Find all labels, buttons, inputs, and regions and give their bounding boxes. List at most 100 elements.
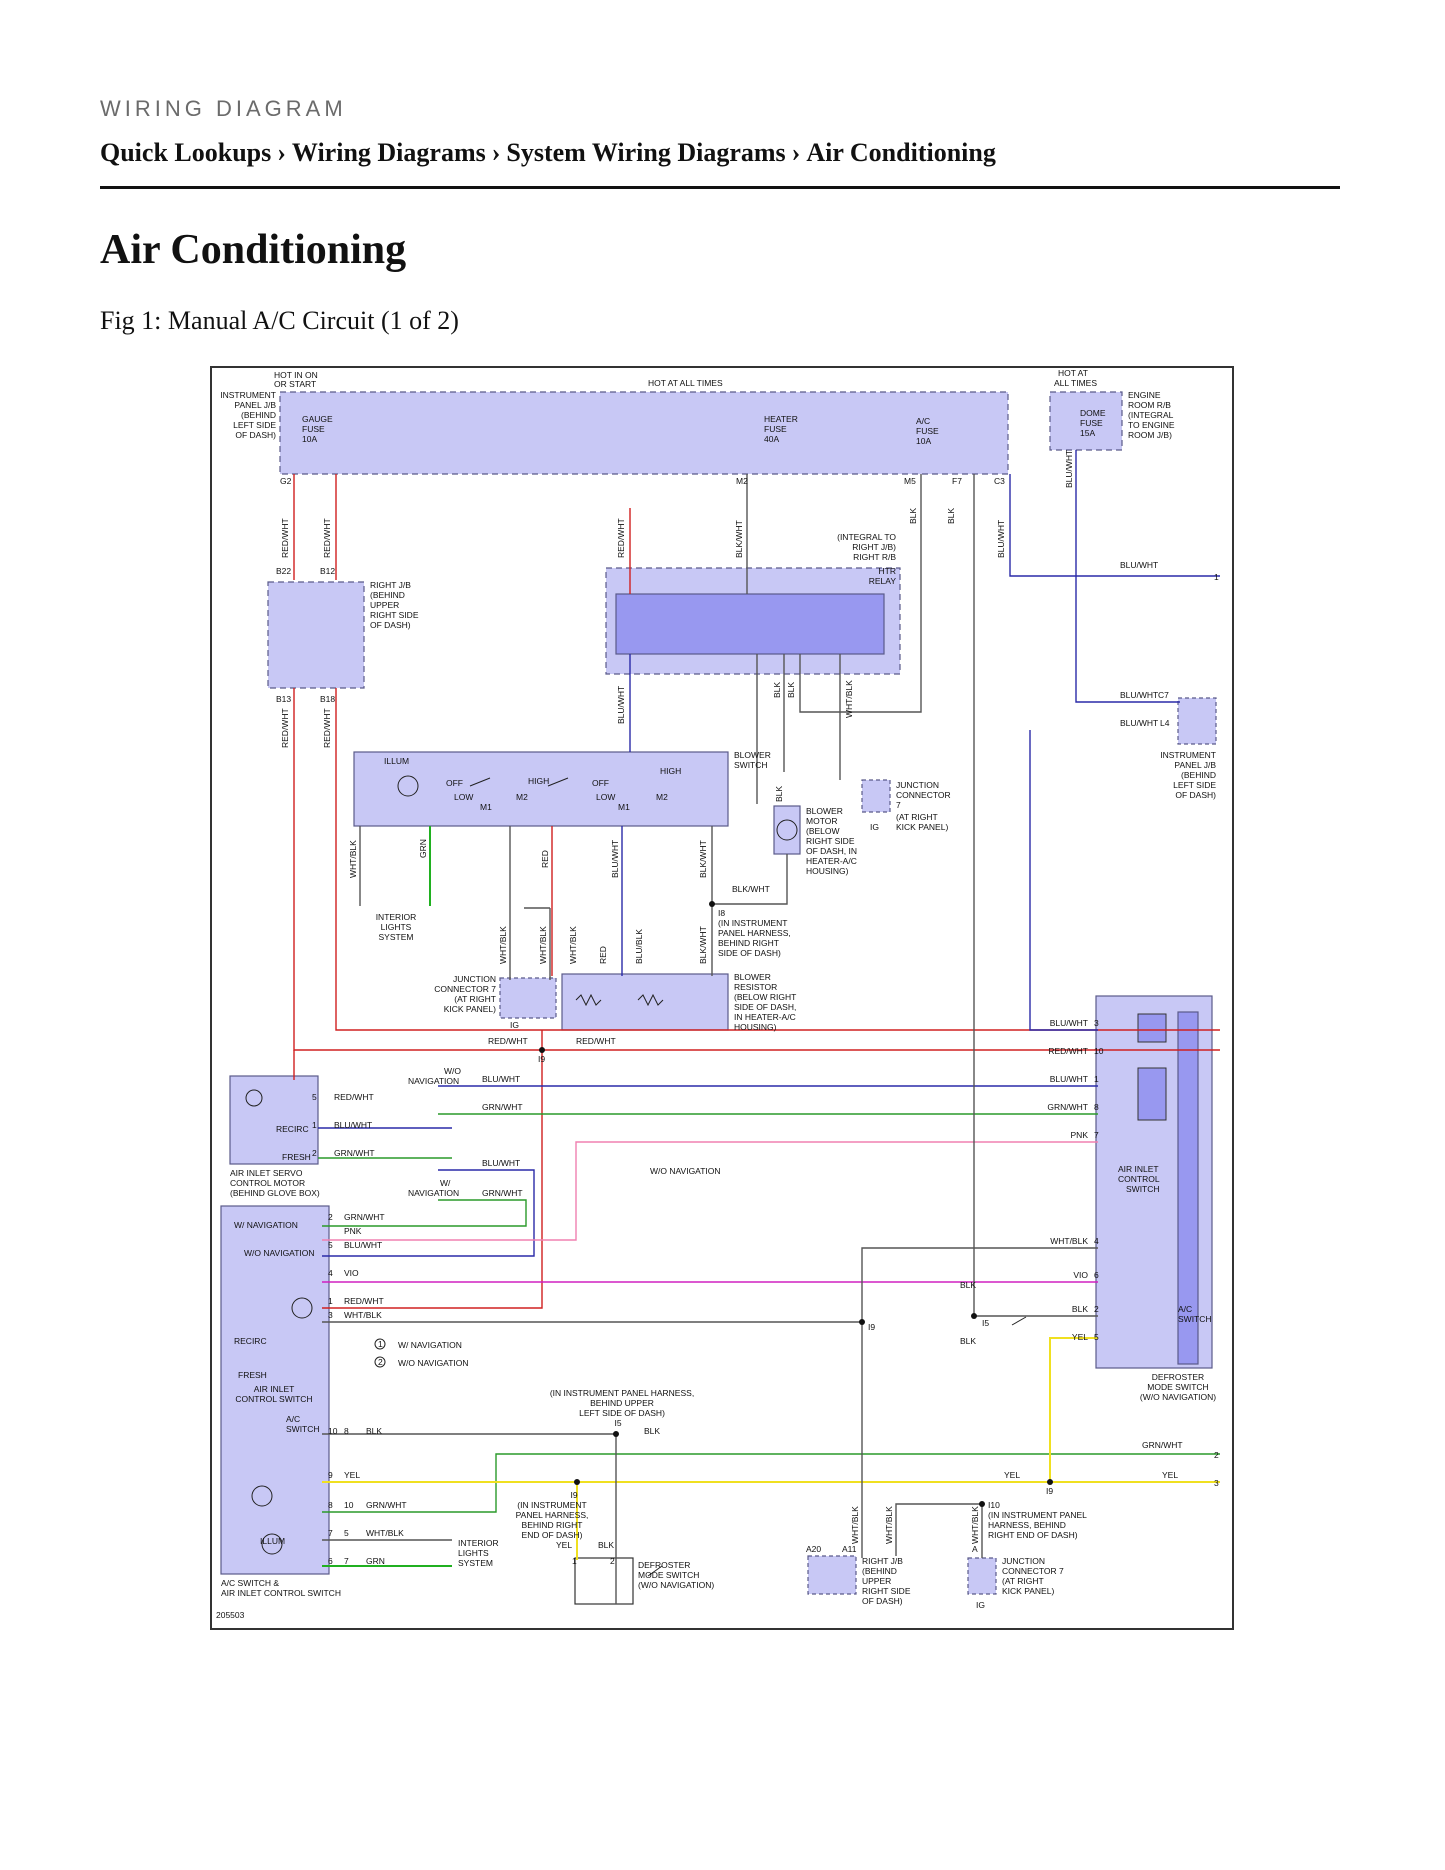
blk-relay-motor-wire <box>756 654 785 804</box>
lbl-jc7b-3: KICK PANEL) <box>1002 1586 1054 1596</box>
lbl-i5-1: BEHIND UPPER <box>590 1398 654 1408</box>
lbl-pin-a20: A20 <box>806 1544 821 1554</box>
lbl-i5-3: I5 <box>614 1418 621 1428</box>
lbl-dome-fuse-0: DOME <box>1080 408 1106 418</box>
lbl-resistor-1: RESISTOR <box>734 982 777 992</box>
lbl-r-pin-4: 4 <box>1094 1236 1099 1246</box>
vlbl-red-wht-5: RED/WHT <box>322 708 332 748</box>
vlbl-blk-2: BLK <box>946 508 956 524</box>
page-title: Air Conditioning <box>100 227 407 273</box>
lbl-acs-r-0: A/C <box>1178 1304 1192 1314</box>
lbl-l-fresh: FRESH <box>238 1370 267 1380</box>
vlbl-red-wht-1: RED/WHT <box>280 518 290 558</box>
lbl-i10-1: (IN INSTRUMENT PANEL <box>988 1510 1087 1520</box>
lbl-servo-grn-wht: GRN/WHT <box>334 1148 375 1158</box>
lbl-jc7b-0: JUNCTION <box>1002 1556 1045 1566</box>
lbl-assy-0: A/C SWITCH & <box>221 1578 279 1588</box>
lbl-i9-right: I9 <box>1046 1486 1053 1496</box>
lbl-navigation-2: NAVIGATION <box>408 1188 459 1198</box>
lbl-gauge-fuse-1: FUSE <box>302 424 325 434</box>
lbl-i9n-4: END OF DASH) <box>522 1530 583 1540</box>
lbl-all-times: ALL TIMES <box>1054 378 1097 388</box>
lbl-m1-2: M1 <box>618 802 630 812</box>
wht-blk-i9-wire <box>322 1247 1098 1323</box>
red-wht-wire-right <box>335 474 1220 1031</box>
grn-wht-w-nav-wire <box>322 1199 527 1227</box>
lbl-l-pin-10: 10 <box>328 1426 338 1436</box>
lbl-resistor-0: BLOWER <box>734 972 771 982</box>
breadcrumb-item-quick-lookups[interactable]: Quick Lookups <box>100 138 272 167</box>
breadcrumb-item-air-conditioning[interactable]: Air Conditioning <box>806 138 996 167</box>
lbl-ig-2: IG <box>510 1020 519 1030</box>
splice-i9 <box>859 1319 865 1325</box>
blk-c3-wire <box>973 474 1098 1317</box>
lbl-i8-4: SIDE OF DASH) <box>718 948 781 958</box>
lbl-m2-1: M2 <box>516 792 528 802</box>
lbl-l-pin-9: 9 <box>328 1470 333 1480</box>
lbl-i9n-2: PANEL HARNESS, <box>516 1510 589 1520</box>
lbl-jc7-4: KICK PANEL) <box>896 822 948 832</box>
junction-connector-7-bottom-box <box>967 1557 997 1595</box>
component-boxes <box>220 391 1217 1595</box>
lbl-right-jb-4: OF DASH) <box>370 620 411 630</box>
lbl-l-pin-4: 4 <box>328 1268 333 1278</box>
lbl-l-blk: BLK <box>366 1426 382 1436</box>
ac-switch-indicator-block <box>1137 1067 1167 1121</box>
breadcrumb-item-system-wiring-diagrams[interactable]: System Wiring Diagrams <box>506 138 786 167</box>
lbl-l-pnk: PNK <box>344 1226 362 1236</box>
lbl-blk-i5: BLK <box>644 1426 660 1436</box>
vlbl-blk-5: BLK <box>774 786 784 802</box>
lbl-int-l-0: INTERIOR <box>458 1538 499 1548</box>
lbl-grn-wht-out2: GRN/WHT <box>1142 1440 1183 1450</box>
lbl-legend-2: W/O NAVIGATION <box>398 1358 469 1368</box>
lbl-high-2: HIGH <box>660 766 681 776</box>
lbl-l-grn-wht-b: GRN/WHT <box>366 1500 407 1510</box>
lbl-servo-recirc: RECIRC <box>276 1124 309 1134</box>
lbl-servo-1: CONTROL MOTOR <box>230 1178 305 1188</box>
lbl-blu-wht-wnav: BLU/WHT <box>482 1158 520 1168</box>
vlbl-blu-blk: BLU/BLK <box>634 929 644 964</box>
lbl-pin-f7: F7 <box>952 476 962 486</box>
vlbl-red-2: RED <box>598 946 608 964</box>
lbl-l-red-wht: RED/WHT <box>344 1296 384 1306</box>
vlbl-blk-wht-3: BLK/WHT <box>698 926 708 964</box>
vlbl-blu-wht-4: BLU/WHT <box>610 840 620 878</box>
vlbl-wht-blk-1: WHT/BLK <box>844 680 854 718</box>
lbl-hot-in-on: HOT IN ON <box>274 370 318 380</box>
lbl-right-jb-0: RIGHT J/B <box>370 580 411 590</box>
ac-switch-assy-box <box>220 1205 330 1575</box>
lbl-l-pin-5: 5 <box>328 1240 333 1250</box>
lbl-servo-2: (BEHIND GLOVE BOX) <box>230 1188 320 1198</box>
lbl-wo-navigation-mid: W/O NAVIGATION <box>650 1166 721 1176</box>
lbl-l-illum: ILLUM <box>260 1536 285 1546</box>
red-wht-acswitch-wire <box>322 1030 543 1309</box>
lbl-l-pin-3: 3 <box>328 1310 333 1320</box>
breadcrumb-item-wiring-diagrams[interactable]: Wiring Diagrams <box>291 138 486 167</box>
lbl-i10-0: I10 <box>988 1500 1000 1510</box>
right-jb-box <box>267 581 365 689</box>
engine-room-rb-box <box>1049 391 1123 451</box>
breadcrumb-separator: › <box>277 138 286 167</box>
lbl-l-grn-wht: GRN/WHT <box>344 1212 385 1222</box>
lbl-ac-fuse-0: A/C <box>916 416 930 426</box>
lbl-defrost-pin-1: 1 <box>572 1556 577 1566</box>
lbl-pin-c3: C3 <box>994 476 1005 486</box>
lbl-out-2: 2 <box>1214 1450 1219 1460</box>
lbl-right-jb-3: RIGHT SIDE <box>370 610 419 620</box>
lbl-r-pin-2: 2 <box>1094 1304 1099 1314</box>
lbl-jc7-3: (AT RIGHT <box>896 812 938 822</box>
lbl-ip-jb-3: LEFT SIDE <box>233 420 276 430</box>
lbl-l-pin-1: 1 <box>328 1296 333 1306</box>
lbl-integral-2: RIGHT R/B <box>853 552 896 562</box>
lbl-l-pin-2: 2 <box>328 1212 333 1222</box>
lbl-r-red-wht-10: RED/WHT <box>1048 1046 1088 1056</box>
lbl-dms-r-0: DEFROSTER <box>1152 1372 1204 1382</box>
lbl-r-pnk-7: PNK <box>1071 1130 1089 1140</box>
lbl-dms-l-2: (W/O NAVIGATION) <box>638 1580 714 1590</box>
lbl-blu-wht-nav: BLU/WHT <box>482 1074 520 1084</box>
lbl-i10-3: RIGHT END OF DASH) <box>988 1530 1078 1540</box>
lbl-ipjb-r-2: (BEHIND <box>1181 770 1216 780</box>
blower-motor-box <box>773 805 801 855</box>
lbl-pin-b22: B22 <box>276 566 291 576</box>
lbl-l-pin-8b: 8 <box>328 1500 333 1510</box>
